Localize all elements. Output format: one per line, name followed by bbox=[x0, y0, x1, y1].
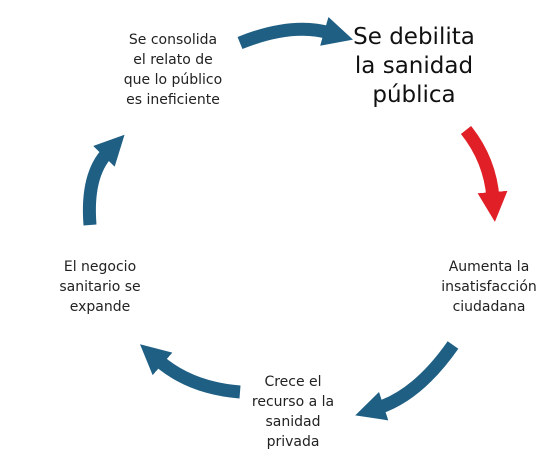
arrow-debilita-to-insatisfaccion bbox=[460, 125, 508, 222]
arrow-negocio-to-consolida bbox=[82, 134, 125, 226]
node-negocio-sanitario: El negocio sanitario se expande bbox=[59, 259, 141, 315]
arrow-recurso-to-negocio bbox=[139, 344, 241, 399]
node-insatisfaccion: Aumenta la insatisfacción ciudadana bbox=[441, 259, 537, 315]
arrow-consolida-to-debilita bbox=[237, 16, 353, 50]
node-debilita-sanidad: Se debilita la sanidad pública bbox=[353, 24, 475, 108]
node-recurso-privada: Crece el recurso a la sanidad privada bbox=[251, 374, 335, 450]
arrow-insatisfaccion-to-recurso bbox=[355, 341, 459, 421]
node-consolida-relato: Se consolida el relato de que lo público… bbox=[123, 32, 223, 108]
